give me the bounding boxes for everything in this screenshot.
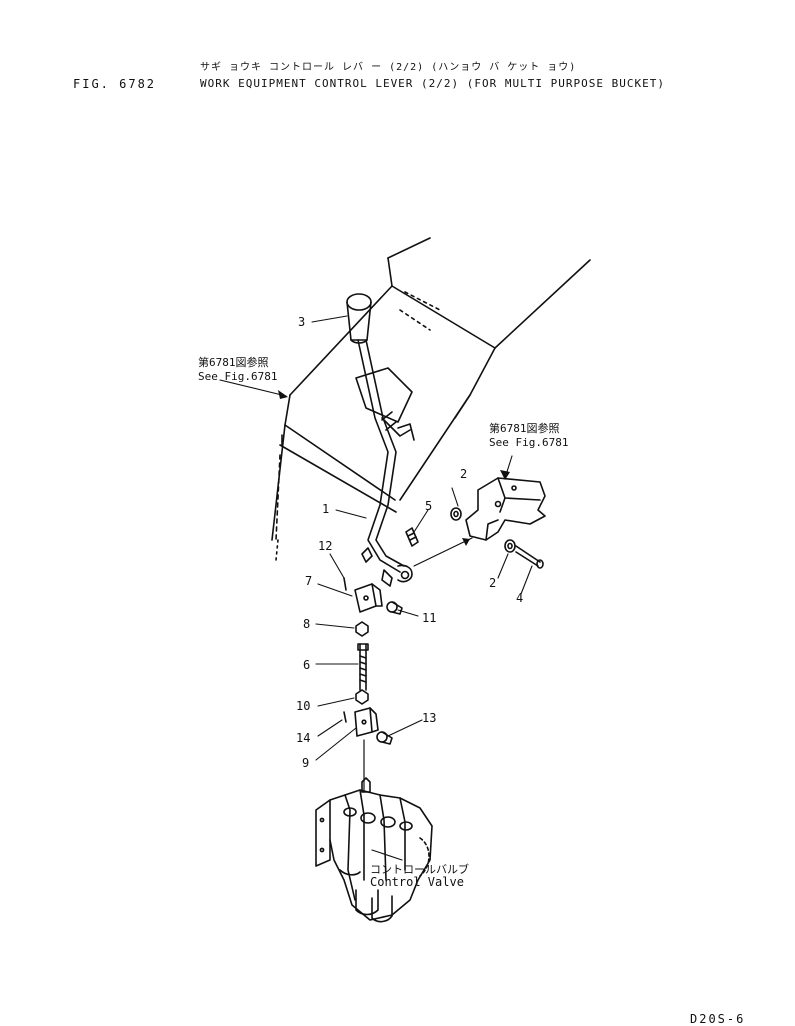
reference-left: 第6781図参照 See Fig.6781 xyxy=(198,355,277,383)
reference-right-en: See Fig.6781 xyxy=(489,436,568,449)
washer-2b xyxy=(504,539,516,553)
pin-11 xyxy=(386,601,403,615)
callout-7: 7 xyxy=(305,574,312,588)
reference-right-jp: 第6781図参照 xyxy=(489,421,560,435)
callout-6: 6 xyxy=(303,658,310,672)
reference-left-jp: 第6781図参照 xyxy=(198,355,269,369)
callouts: 3 2 5 1 12 7 2 4 11 8 6 10 13 14 9 xyxy=(296,315,523,770)
lever-knob xyxy=(346,293,372,344)
callout-10: 10 xyxy=(296,699,310,713)
control-lever xyxy=(357,339,413,587)
control-valve xyxy=(315,777,433,923)
figure-number: FIG. 6782 xyxy=(73,77,157,91)
pin-14 xyxy=(343,711,347,723)
control-valve-label: コントロールバルブ Control Valve xyxy=(370,862,469,889)
assembly-line xyxy=(413,537,473,567)
control-valve-label-jp: コントロールバルブ xyxy=(370,862,469,876)
console-housing xyxy=(271,237,591,561)
pin-4 xyxy=(515,545,544,569)
nut-8 xyxy=(355,621,369,637)
callout-1: 1 xyxy=(322,502,329,516)
washer-2a xyxy=(450,507,462,521)
clevis-7 xyxy=(354,583,383,613)
page-code: D20S-6 xyxy=(690,1012,746,1026)
control-valve-label-en: Control Valve xyxy=(370,875,464,889)
title-english: WORK EQUIPMENT CONTROL LEVER (2/2) (FOR … xyxy=(200,77,665,90)
callout-2b: 2 xyxy=(489,576,496,590)
pin-13 xyxy=(376,731,393,745)
callout-8: 8 xyxy=(303,617,310,631)
nut-10 xyxy=(355,689,369,705)
callout-14: 14 xyxy=(296,731,310,745)
pin-12 xyxy=(343,577,347,591)
callout-12: 12 xyxy=(318,539,332,553)
callout-2a: 2 xyxy=(460,467,467,481)
mounting-bracket xyxy=(465,477,546,541)
callout-3: 3 xyxy=(298,315,305,329)
callout-9: 9 xyxy=(302,756,309,770)
callout-5: 5 xyxy=(425,499,432,513)
arrowheads xyxy=(278,390,510,546)
callout-4: 4 xyxy=(516,591,523,605)
reference-right: 第6781図参照 See Fig.6781 xyxy=(489,421,568,449)
bolt-5 xyxy=(405,527,419,547)
clevis-9 xyxy=(354,707,379,737)
callout-11: 11 xyxy=(422,611,436,625)
callout-13: 13 xyxy=(422,711,436,725)
title-japanese: サギ ョウキ コントロール レバ ー (2/2) (ハンョウ バ ケット ョウ) xyxy=(200,62,577,73)
reference-left-en: See Fig.6781 xyxy=(198,370,277,383)
rod-6 xyxy=(357,643,369,691)
